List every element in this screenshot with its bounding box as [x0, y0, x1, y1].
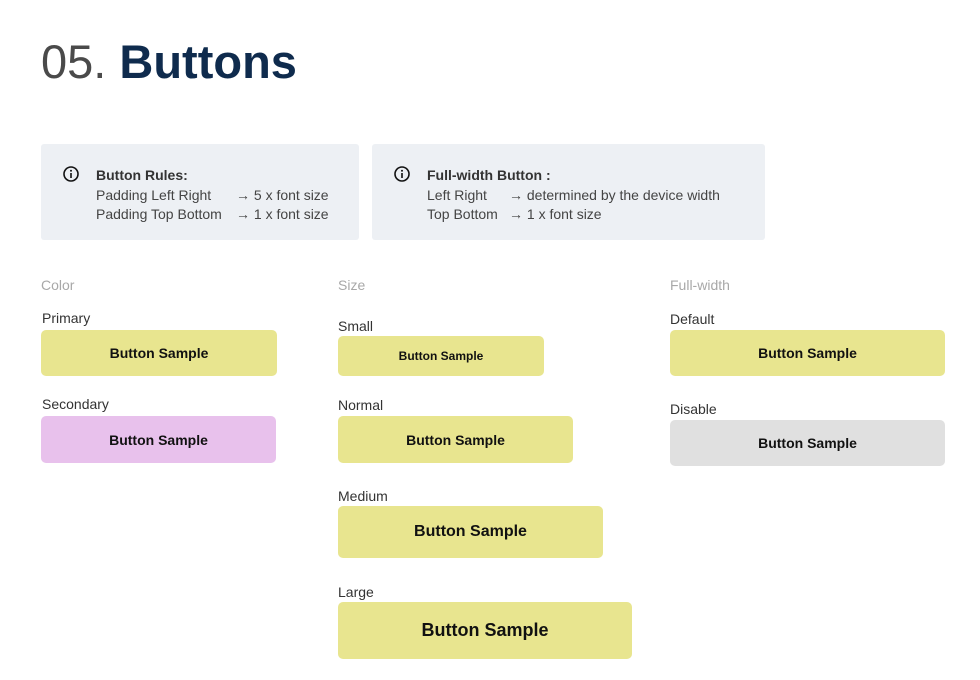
large-button[interactable]: Button Sample [338, 602, 632, 659]
button-label-small: Small [338, 318, 374, 334]
button-label-medium: Medium [338, 488, 388, 504]
button-label-large: Large [338, 584, 374, 600]
info-icon [394, 166, 410, 182]
primary-button[interactable]: Button Sample [41, 330, 277, 376]
button-label-secondary: Secondary [42, 396, 109, 412]
button-label-normal: Normal [338, 397, 384, 413]
rule-label: Top Bottom [427, 206, 498, 222]
page-title: 05. Buttons [41, 34, 297, 90]
full-width-disabled-button: Button Sample [670, 420, 945, 466]
rule-value: → 5 x font size [236, 186, 329, 203]
rule-label: Padding Top Bottom [96, 206, 222, 222]
info-icon [63, 166, 79, 182]
info-card-heading: Full-width Button : [427, 167, 551, 183]
normal-button[interactable]: Button Sample [338, 416, 573, 463]
section-heading-full-width: Full-width [670, 277, 730, 293]
info-card-heading: Button Rules: [96, 167, 188, 183]
info-card-button-rules: Button Rules: Padding Left Right → 5 x fo… [41, 144, 359, 240]
button-label-primary: Primary [42, 310, 91, 326]
section-heading-size: Size [338, 277, 366, 293]
medium-button[interactable]: Button Sample [338, 506, 603, 558]
rule-value: → 1 x font size [509, 206, 602, 222]
rule-label: Left Right [427, 186, 487, 203]
small-button[interactable]: Button Sample [338, 336, 544, 376]
rule-value: → determined by the device width [509, 186, 720, 203]
secondary-button[interactable]: Button Sample [41, 416, 276, 463]
full-width-default-button[interactable]: Button Sample [670, 330, 945, 376]
section-title: Buttons [119, 35, 297, 88]
button-label-disable: Disable [670, 401, 717, 417]
rule-value: → 1 x font size [236, 206, 329, 222]
section-heading-color: Color [41, 277, 75, 293]
rule-label: Padding Left Right [96, 186, 212, 203]
button-label-default: Default [670, 311, 715, 327]
info-card-full-width: Full-width Button : Left Right → determin… [372, 144, 765, 240]
section-number: 05. [41, 35, 107, 88]
